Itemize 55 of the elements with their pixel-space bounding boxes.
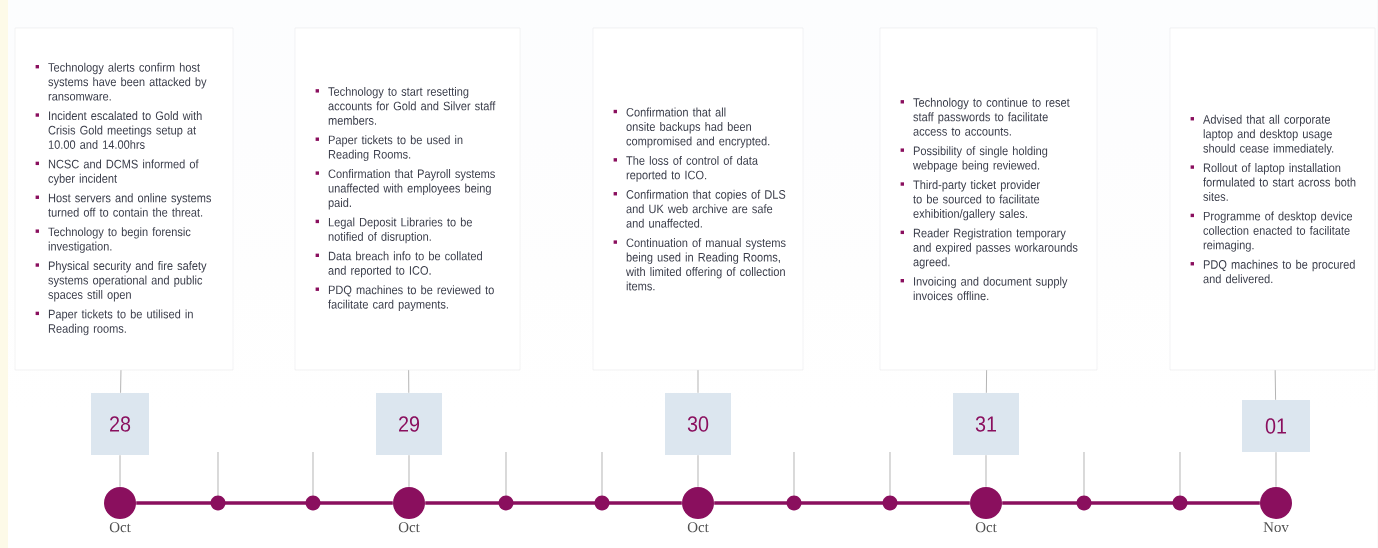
connector-line: [1275, 451, 1277, 488]
bullet-item: Reader Registration temporary and expired passes workarounds agreed.: [900, 228, 1078, 269]
bullet-item: Advised that all corporate laptop and desktop usage should cease immediately.: [1190, 114, 1334, 156]
bullet-item: Physical security and fire safety systems operational and public spaces still open: [35, 261, 207, 302]
date-box: 31: [953, 393, 1019, 455]
text-card: [294, 27, 521, 371]
month-label: Nov: [1263, 522, 1289, 533]
connector-line: [120, 369, 122, 394]
month-label: Oct: [398, 522, 420, 533]
bullet-item: Possibility of single holding webpage being reviewed.: [900, 146, 1048, 173]
connector-line: [985, 369, 988, 394]
connector-line: [119, 454, 121, 488]
month-label: Oct: [687, 522, 709, 533]
bullet-item: Programme of desktop device collection enacted to facilitate reimaging.: [1190, 211, 1353, 252]
text-card: [14, 27, 234, 371]
bullet-item: Continuation of manual systems being used in Reading Rooms, with limited offering of collection items.: [613, 238, 786, 291]
connector-line: [697, 369, 699, 394]
bullet-item: PDQ machines to be reviewed to facilitate card payments.: [315, 285, 494, 312]
bullet-item: Data breach info to be collated and reported to ICO.: [315, 251, 482, 278]
bullet-item: Technology to start resetting accounts for Gold and Silver staff members.: [315, 86, 496, 125]
bullet-item: Incident escalated to Gold with Crisis Gold meetings setup at 10.00 and 14.00hrs: [35, 111, 202, 149]
bullet-item: Confirmation that Payroll systems unaffected with employees being paid.: [315, 169, 495, 210]
bullet-item: Confirmation that copies of DLS and UK web archive are safe and unaffected.: [613, 189, 786, 228]
text-card: [1169, 27, 1376, 371]
month-label: Oct: [975, 522, 997, 533]
date-box: 28: [91, 393, 149, 455]
connector-line: [408, 454, 410, 488]
bullet-item: The loss of control of data reported to ICO.: [613, 155, 758, 182]
bullet-item: Technology alerts confirm host systems have been attacked by ransomware.: [35, 62, 207, 101]
text-card: [879, 27, 1098, 371]
connector-line: [1274, 369, 1277, 401]
bullet-item: Paper tickets to be used in Reading Rooms.: [315, 135, 463, 162]
month-label: Oct: [109, 522, 131, 533]
bullet-item: Rollout of laptop installation formulated to start across both sites.: [1190, 163, 1356, 201]
bullet-item: Paper tickets to be utilised in Reading rooms.: [35, 309, 193, 336]
connector-line: [136, 501, 393, 505]
text-card: [592, 27, 804, 371]
bullet-item: Technology to begin forensic investigation.: [35, 227, 191, 254]
bullet-item: Legal Deposit Libraries to be notified of disruption.: [315, 217, 472, 244]
date-box: 29: [376, 393, 442, 455]
bullet-item: PDQ machines to be procured and delivered.: [1190, 259, 1355, 284]
bullet-item: NCSC and DCMS informed of cyber incident: [35, 159, 199, 186]
connector-line: [985, 454, 987, 488]
bullet-item: Technology to continue to reset staff passwords to facilitate access to accounts.: [900, 97, 1070, 136]
connector-line: [408, 369, 410, 394]
connector-line: [697, 454, 699, 488]
bullet-item: Third-party ticket provider to be sourced to facilitate exhibition/gallery sales.: [900, 180, 1040, 221]
connector-line: [714, 501, 970, 505]
date-box: 01: [1242, 400, 1310, 452]
date-box: 30: [665, 393, 731, 455]
bullet-item: Host servers and online systems turned off to contain the threat.: [35, 193, 212, 217]
connector-line: [1002, 501, 1260, 505]
bullet-item: Confirmation that all onsite backups had been compromised and encrypted.: [613, 107, 770, 148]
connector-line: [425, 501, 682, 505]
bullet-item: Invoicing and document supply invoices offline.: [900, 276, 1068, 301]
